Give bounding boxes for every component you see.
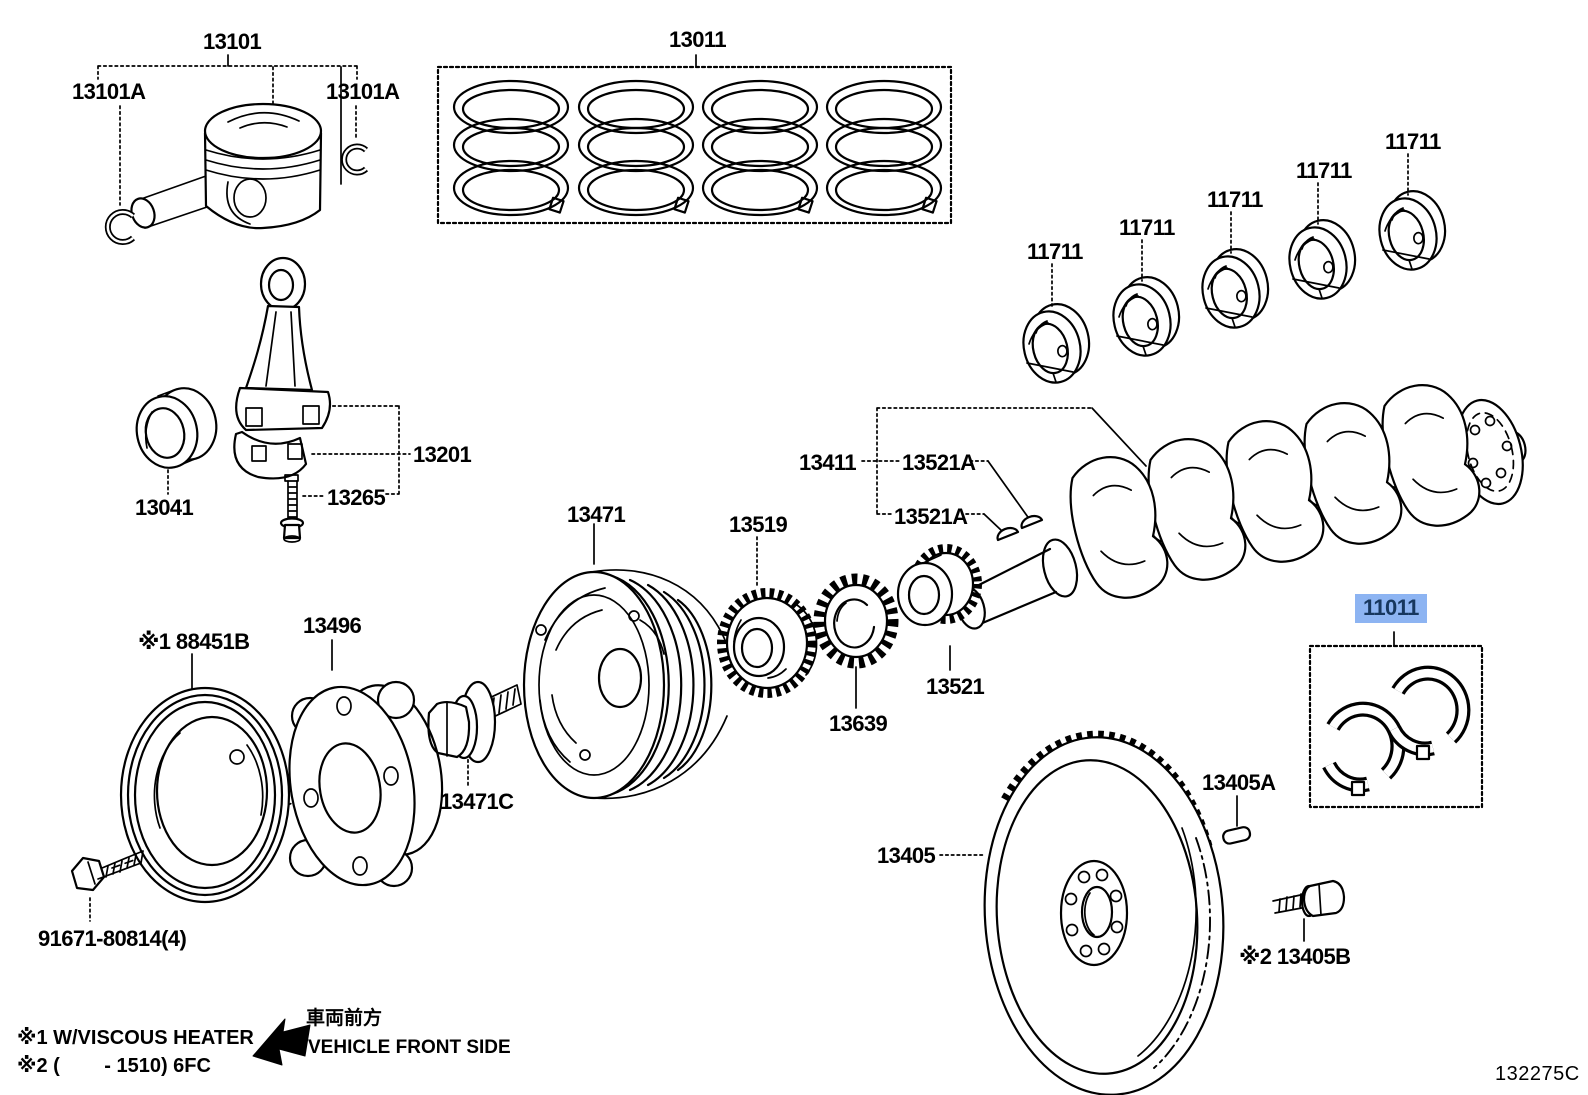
part-label-88451b[interactable]: ※1 88451B	[138, 629, 250, 654]
flywheel-drawing	[983, 730, 1225, 1095]
piston-ring-sets	[452, 79, 943, 217]
vehicle-front-label-jp: 車両前方	[306, 1007, 383, 1029]
part-label-13101a-left[interactable]: 13101A	[72, 79, 146, 104]
footnote-viscous-heater: ※1 W/VISCOUS HEATER	[17, 1027, 254, 1049]
part-label-13521[interactable]: 13521	[926, 674, 985, 699]
dowel-pin-drawing	[1222, 826, 1252, 845]
part-label-13201[interactable]: 13201	[413, 442, 472, 467]
part-label-13471c[interactable]: 13471C	[440, 789, 514, 814]
thrust-washer-box	[1308, 644, 1484, 809]
part-label-13496[interactable]: 13496	[303, 613, 362, 638]
damper-pulley-drawing	[119, 686, 291, 904]
part-label-91671-80814[interactable]: 91671-80814(4)	[38, 926, 187, 951]
part-label-13041[interactable]: 13041	[135, 495, 194, 520]
part-label-11711-1[interactable]: 11711	[1027, 239, 1083, 264]
part-label-13101[interactable]: 13101	[203, 29, 262, 54]
rod-bearing-drawing	[135, 387, 218, 469]
part-label-11011-highlighted[interactable]: 11011	[1355, 594, 1427, 623]
part-label-13405a[interactable]: 13405A	[1202, 770, 1276, 795]
part-label-13405[interactable]: 13405	[877, 843, 936, 868]
ring-set-box	[436, 65, 953, 225]
part-label-13011[interactable]: 13011	[669, 27, 727, 52]
part-label-11711-5[interactable]: 11711	[1385, 129, 1441, 154]
flywheel-bolt-drawing	[1272, 879, 1346, 918]
part-label-13101a-right[interactable]: 13101A	[326, 79, 400, 104]
part-label-13519[interactable]: 13519	[729, 512, 788, 537]
pulley-bolt-drawing	[427, 680, 522, 764]
vehicle-front-arrow-icon	[252, 1018, 311, 1066]
crankshaft-drawing	[956, 375, 1527, 630]
part-label-13411[interactable]: 13411	[799, 450, 857, 475]
thrust-washer-drawing	[1322, 665, 1471, 797]
part-label-13521a-1[interactable]: 13521A	[902, 450, 976, 475]
rod-bolt-13265	[279, 474, 305, 543]
set-bolt-drawing	[70, 850, 144, 892]
sprocket-drawing	[813, 573, 899, 669]
part-label-13471[interactable]: 13471	[567, 502, 626, 527]
part-label-13521a-2[interactable]: 13521A	[894, 504, 968, 529]
connecting-rod-drawing	[233, 256, 332, 543]
timing-gear-drawing	[717, 588, 818, 698]
drawing-code: 132275C	[1495, 1063, 1580, 1085]
pulley-plate-drawing	[288, 680, 444, 888]
part-label-11711-3[interactable]: 11711	[1207, 187, 1263, 212]
crank-pulley-drawing	[522, 569, 728, 800]
piston-drawing	[104, 102, 369, 245]
vehicle-front-label-en: VEHICLE FRONT SIDE	[308, 1037, 511, 1058]
part-label-13405b[interactable]: ※2 13405B	[1239, 944, 1351, 969]
part-label-13639[interactable]: 13639	[829, 711, 888, 736]
woodruff-keys-drawing	[996, 514, 1044, 542]
part-label-13265[interactable]: 13265	[327, 485, 386, 510]
part-label-11711-2[interactable]: 11711	[1119, 215, 1175, 240]
main-bearing-shells	[1015, 183, 1454, 390]
crank-gear-drawing	[896, 544, 982, 627]
footnote-production-range: ※2 ( - 1510) 6FC	[17, 1055, 211, 1077]
part-label-11711-4[interactable]: 11711	[1296, 158, 1352, 183]
